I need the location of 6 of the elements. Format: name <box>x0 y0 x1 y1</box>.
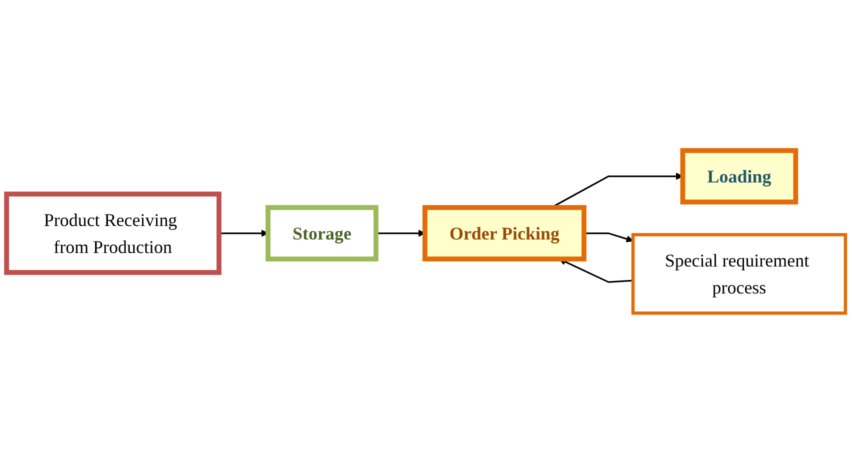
node-box: Loading <box>680 148 798 205</box>
node-box: Storage <box>266 205 378 262</box>
node-box: Special requirement process <box>631 233 848 315</box>
arrow <box>584 232 634 243</box>
node-box: Order Picking <box>422 205 586 262</box>
node-box: Product Receiving from Production <box>4 192 222 276</box>
